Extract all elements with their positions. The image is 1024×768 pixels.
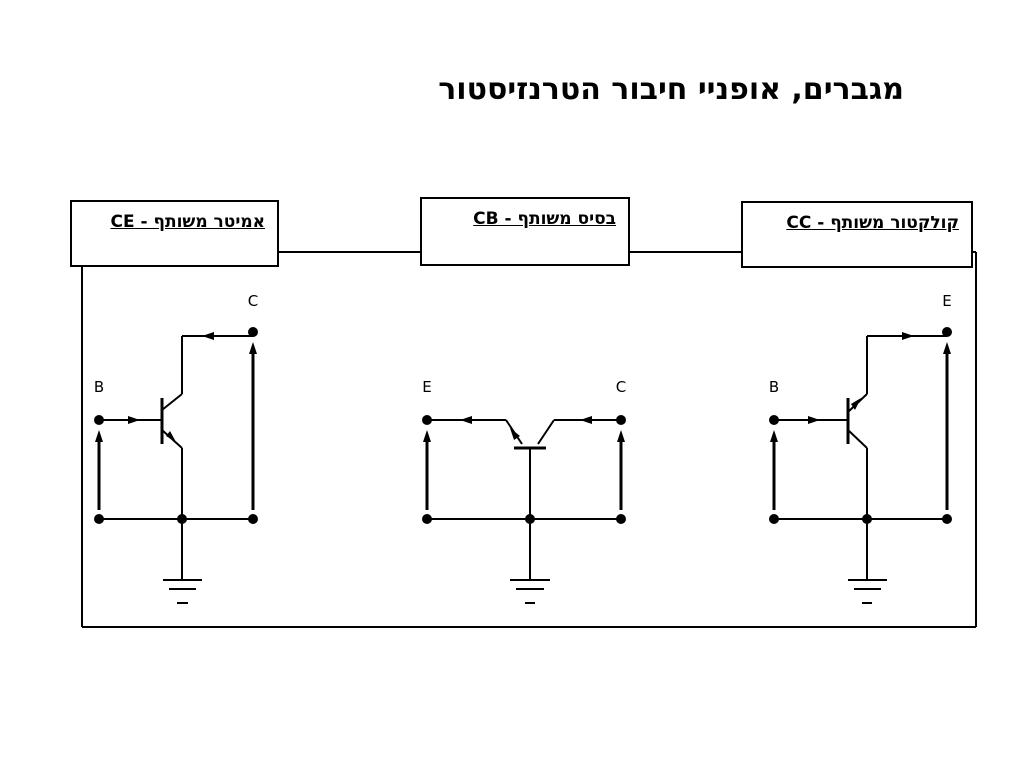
cb-circuit: E C [422,378,626,604]
cc-label-box: קולקטור משותף - CC [741,201,973,268]
ce-label: אמיטר משותף - CE [110,212,265,232]
cc-circuit: E B [769,292,952,604]
page-title: מגברים, אופניי חיבור הטרנזיסטור [438,72,904,107]
cb-emitter-label: E [422,378,431,396]
cb-collector-label: C [616,378,626,396]
cc-label: קולקטור משותף - CC [786,213,959,233]
cc-base-label: B [769,378,779,396]
ce-collector-label: C [248,292,258,310]
ce-circuit: C B [94,292,258,604]
cb-label: בסיס משותף - CB [473,209,616,229]
ce-label-box: אמיטר משותף - CE [70,200,279,267]
ce-base-label: B [94,378,104,396]
cb-label-box: בסיס משותף - CB [420,197,630,266]
cc-emitter-label: E [942,292,951,310]
